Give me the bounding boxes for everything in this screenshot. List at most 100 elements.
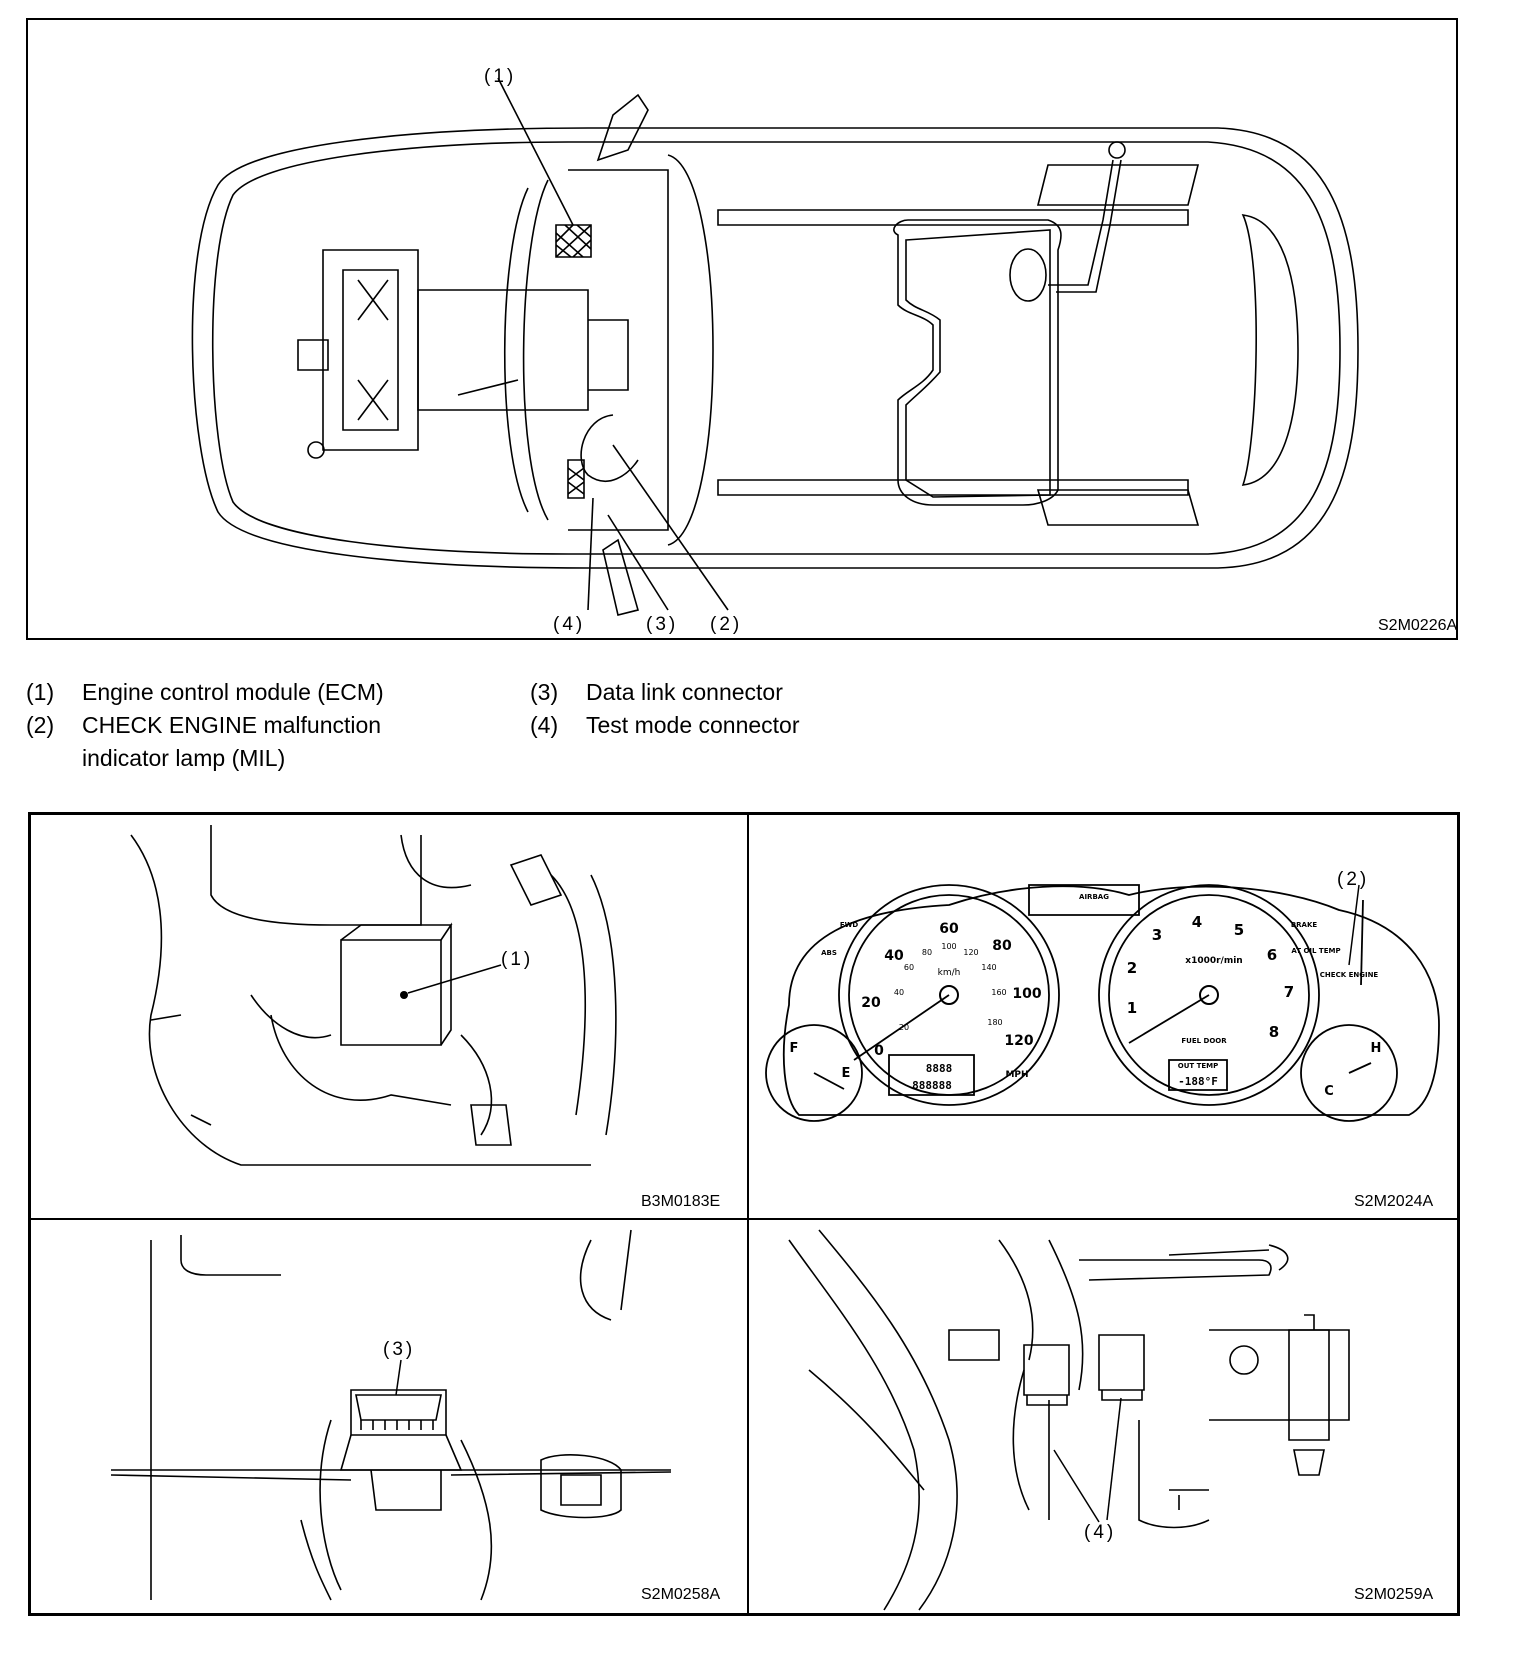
panel-testmode: (4) S2M0259A bbox=[749, 1220, 1459, 1613]
tachometer bbox=[1099, 885, 1319, 1105]
trip-display: 8888 bbox=[926, 1062, 953, 1075]
legend-right: (3) Data link connector (4) Test mode co… bbox=[530, 676, 930, 746]
legend-text: Test mode connector bbox=[586, 712, 800, 738]
panel-dlc: (3) S2M0258A bbox=[31, 1220, 747, 1613]
callout-3: (3) bbox=[646, 614, 678, 635]
legend-text: CHECK ENGINE malfunction bbox=[82, 712, 382, 738]
side-mirror bbox=[598, 95, 648, 160]
ecm-unit bbox=[341, 940, 441, 1045]
kmh-tick: 120 bbox=[963, 948, 978, 957]
rear-window bbox=[1243, 215, 1298, 485]
kmh-tick: 20 bbox=[899, 1023, 909, 1032]
odometer-display bbox=[889, 1055, 974, 1095]
panel-ecm: (1) B3M0183E bbox=[31, 815, 747, 1218]
dlc-drawing: (3) bbox=[31, 1220, 747, 1613]
speedometer-labels: 0 20 40 60 80 100 120 MPH km/h bbox=[861, 921, 1042, 1080]
rpm-tick: 5 bbox=[1234, 921, 1244, 939]
kmh-tick: 80 bbox=[922, 948, 932, 957]
airbag-lamp: AIRBAG bbox=[1079, 893, 1109, 901]
ecm-callout: (1) bbox=[501, 949, 533, 970]
data-link-connector bbox=[351, 1390, 446, 1435]
engine-block bbox=[298, 250, 628, 458]
warning-lamp-labels: ABS FWD BRAKE AT OIL TEMP CHECK ENGINE A… bbox=[821, 893, 1378, 1070]
out-temp-display bbox=[1169, 1060, 1227, 1090]
ecm-drawing: (1) bbox=[31, 815, 747, 1218]
fuel-tank bbox=[894, 142, 1125, 505]
rpm-tick: 8 bbox=[1269, 1023, 1279, 1041]
legend-item-4: (4) Test mode connector bbox=[530, 709, 930, 742]
testmode-drawing: (4) bbox=[749, 1220, 1459, 1613]
panel-code: S2M0259A bbox=[1354, 1586, 1434, 1603]
abs-lamp: ABS bbox=[821, 949, 837, 957]
rpm-tick: 7 bbox=[1284, 983, 1294, 1001]
gauge-labels: F E H C bbox=[790, 1041, 1382, 1099]
legend-text: indicator lamp (MIL) bbox=[82, 745, 286, 771]
fuel-gauge bbox=[766, 1025, 862, 1121]
kmh-tick: 180 bbox=[987, 1018, 1002, 1027]
leader-lines bbox=[498, 78, 728, 610]
windshield bbox=[524, 180, 548, 520]
figure-code: S2M0226A bbox=[1378, 617, 1458, 634]
speed-tick: 100 bbox=[1012, 986, 1041, 1002]
speed-tick: 60 bbox=[939, 921, 959, 937]
out-temp-label: OUT TEMP bbox=[1178, 1062, 1219, 1070]
panel-code: S2M0258A bbox=[641, 1586, 721, 1603]
callout-2: (2) bbox=[710, 614, 742, 635]
panel-cluster: 0 20 40 60 80 100 120 MPH km/h 20 40 60 … bbox=[749, 815, 1459, 1218]
car-overview-drawing: (1) (4) (3) (2) bbox=[28, 66, 1460, 635]
speedometer-kmh-labels: 20 40 60 80 100 120 140 160 180 bbox=[894, 942, 1007, 1032]
speed-tick: 40 bbox=[884, 948, 904, 964]
fwd-lamp: FWD bbox=[840, 921, 859, 929]
brake-lamp: BRAKE bbox=[1291, 921, 1318, 929]
speed-tick: 120 bbox=[1004, 1033, 1033, 1049]
speed-unit: MPH bbox=[1005, 1070, 1028, 1080]
fuel-empty: E bbox=[842, 1066, 851, 1081]
kmh-tick: 60 bbox=[904, 963, 914, 972]
speedometer bbox=[839, 885, 1059, 1105]
car-body-outline bbox=[192, 128, 1358, 568]
speed-tick: 20 bbox=[861, 995, 881, 1011]
odometer-value: 888888 bbox=[912, 1079, 952, 1092]
legend-item-3: (3) Data link connector bbox=[530, 676, 930, 709]
rpm-tick: 2 bbox=[1127, 959, 1137, 977]
callout-4: (4) bbox=[553, 614, 585, 635]
speed-tick: 80 bbox=[992, 938, 1012, 954]
out-temp-value: -188°F bbox=[1178, 1075, 1218, 1088]
legend-num: (1) bbox=[26, 679, 55, 705]
speed-tick: 0 bbox=[874, 1043, 884, 1059]
kmh-label: km/h bbox=[938, 968, 961, 978]
kmh-tick: 100 bbox=[941, 942, 956, 951]
cluster-callout: (2) bbox=[1337, 869, 1369, 890]
check-engine-lamp: CHECK ENGINE bbox=[1320, 971, 1379, 979]
temp-hot: H bbox=[1371, 1041, 1382, 1056]
grid-divider-vertical bbox=[747, 815, 749, 1613]
testmode-callout: (4) bbox=[1084, 1522, 1116, 1543]
fuel-full: F bbox=[790, 1041, 799, 1056]
overview-figure: (1) (4) (3) (2) S2M0226A bbox=[26, 18, 1458, 640]
dlc-callout: (3) bbox=[383, 1339, 415, 1360]
steering-wheel bbox=[581, 415, 638, 481]
rpm-tick: 4 bbox=[1192, 913, 1202, 931]
panel-code: S2M2024A bbox=[1354, 1193, 1434, 1210]
temp-cold: C bbox=[1324, 1084, 1334, 1099]
legend-item-1: (1) Engine control module (ECM) bbox=[26, 676, 506, 709]
rpm-unit: x1000r/min bbox=[1185, 956, 1242, 966]
brake-switch bbox=[1289, 1330, 1329, 1440]
kmh-tick: 140 bbox=[981, 963, 996, 972]
legend-item-2-cont: indicator lamp (MIL) bbox=[26, 742, 506, 775]
legend-item-2: (2) CHECK ENGINE malfunction bbox=[26, 709, 506, 742]
grid-divider-horizontal bbox=[31, 1218, 1457, 1220]
cluster-drawing: 0 20 40 60 80 100 120 MPH km/h 20 40 60 … bbox=[749, 869, 1459, 1218]
kmh-tick: 40 bbox=[894, 988, 904, 997]
tachometer-labels: 1 2 3 4 5 6 7 8 x1000r/min bbox=[1127, 913, 1294, 1041]
test-mode-connector-right bbox=[1099, 1335, 1144, 1390]
rpm-tick: 1 bbox=[1127, 999, 1137, 1017]
cluster-housing bbox=[784, 886, 1439, 1115]
legend-num: (4) bbox=[530, 712, 559, 738]
panel-code: B3M0183E bbox=[641, 1193, 721, 1210]
rpm-tick: 6 bbox=[1267, 946, 1277, 964]
kmh-tick: 160 bbox=[991, 988, 1006, 997]
callout-1: (1) bbox=[484, 66, 516, 87]
legend-left: (1) Engine control module (ECM) (2) CHEC… bbox=[26, 676, 506, 786]
detail-grid: (1) B3M0183E bbox=[28, 812, 1460, 1616]
